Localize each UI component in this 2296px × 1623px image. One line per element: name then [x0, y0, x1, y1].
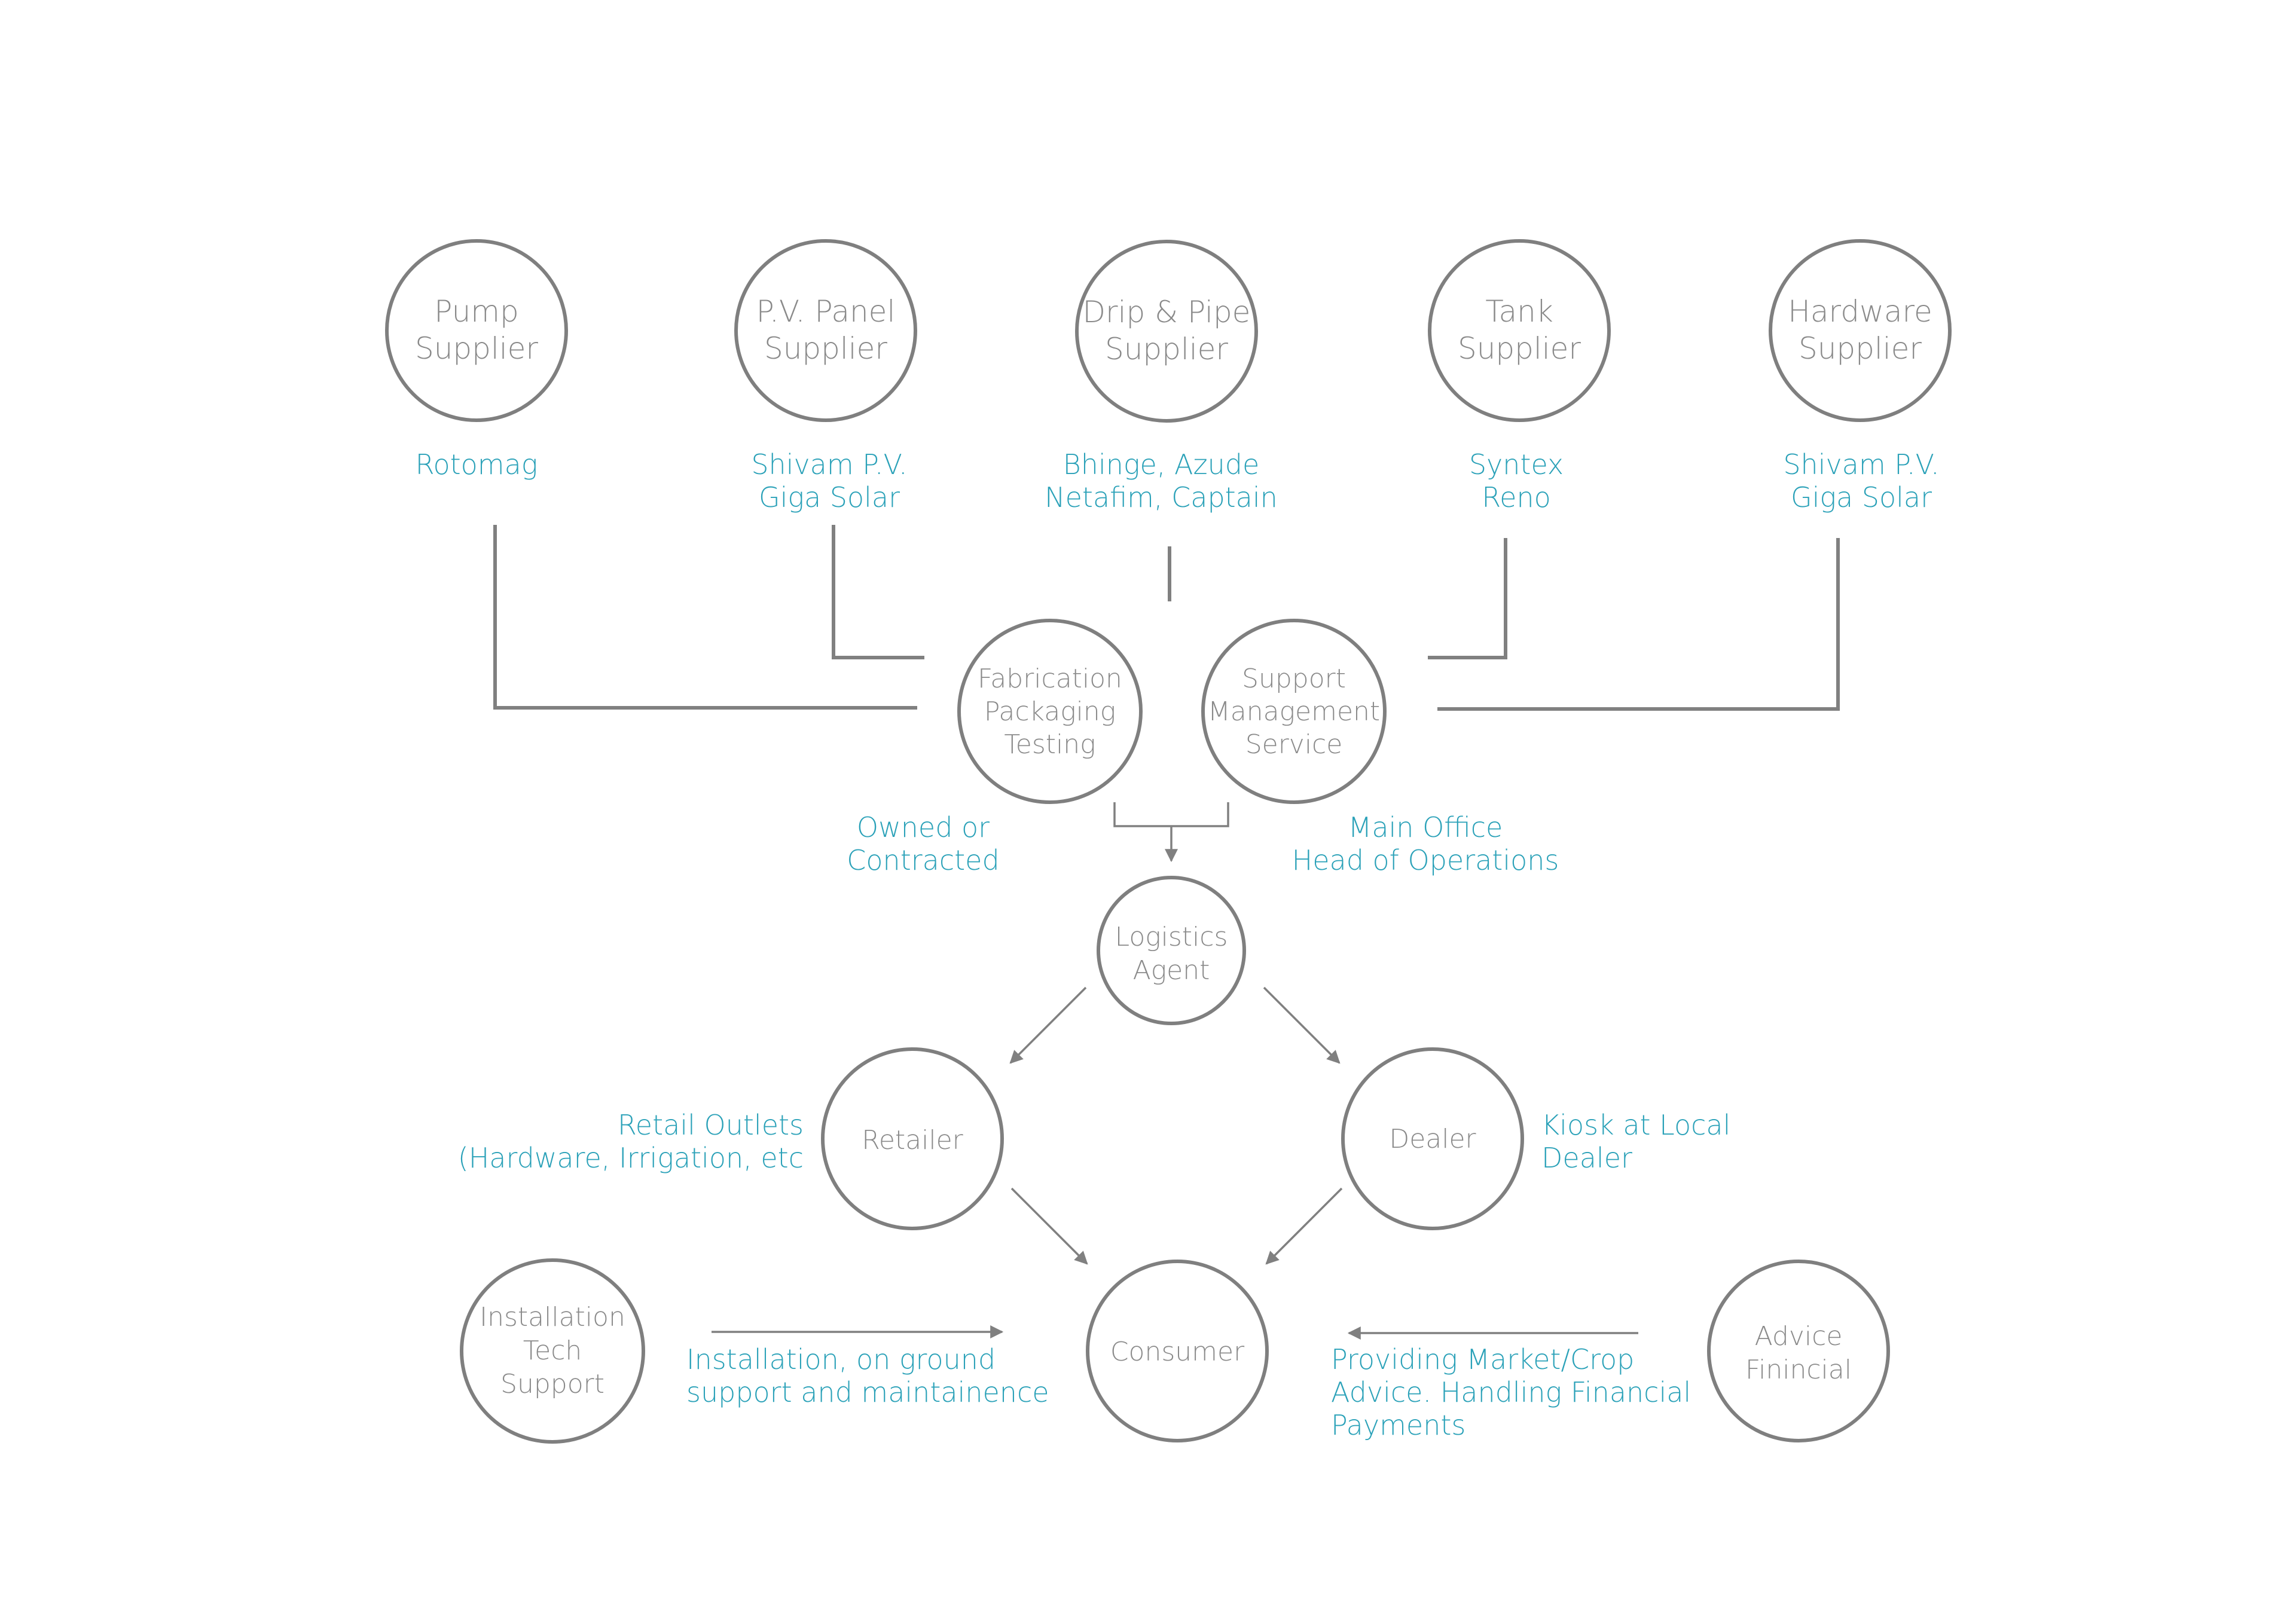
annotation-pump: Rotomag — [416, 448, 538, 481]
annotation-hardware: Shivam P.V.Giga Solar — [1783, 448, 1939, 514]
arrow-logistics-to-dealer — [1263, 986, 1341, 1064]
annotation-retailer: Retail Outlets(Hardware, Irrigation, etc — [458, 1109, 804, 1174]
annotation-pv-panel: Shivam P.V.Giga Solar — [751, 448, 907, 514]
node-consumer: Consumer — [1086, 1260, 1269, 1442]
node-label: Retailer — [862, 1125, 963, 1156]
connector-processing-bracket — [1113, 802, 1229, 827]
node-dealer: Dealer — [1341, 1047, 1524, 1230]
node-retailer: Retailer — [821, 1047, 1004, 1230]
connector-pv-to-fabrication — [832, 525, 924, 659]
arrow-logistics-to-retailer — [1009, 986, 1087, 1064]
connector-hardware-to-support — [1437, 538, 1840, 711]
node-label: Dealer — [1389, 1124, 1476, 1154]
arrow-dealer-to-consumer — [1265, 1187, 1343, 1265]
node-label: Consumer — [1110, 1337, 1245, 1367]
connector-pump-to-fabrication — [493, 525, 917, 710]
connector-tank-to-support — [1428, 538, 1507, 659]
arrow-retailer-to-consumer — [1010, 1187, 1088, 1265]
